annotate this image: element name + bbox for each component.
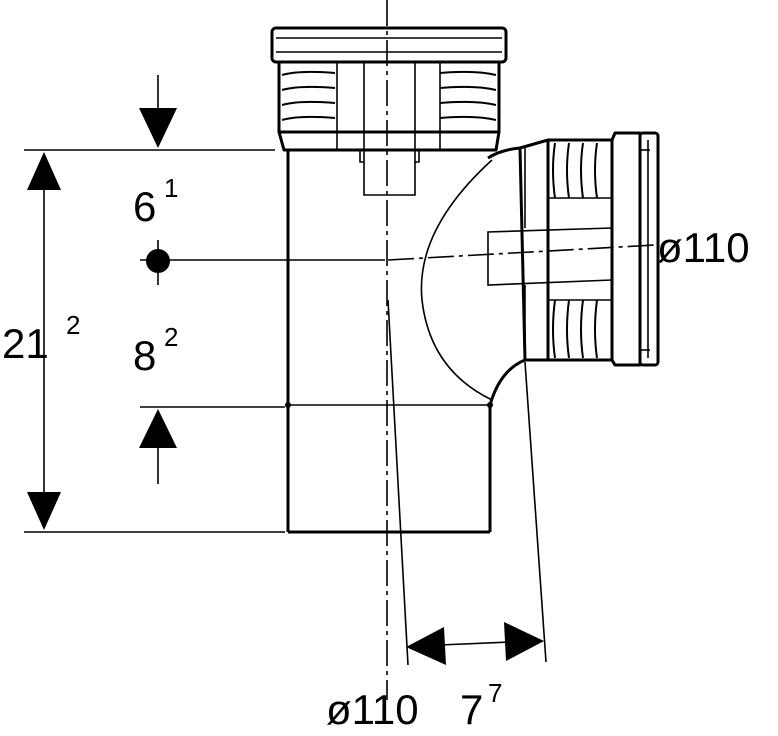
arrow-right-icon xyxy=(504,622,544,661)
arrow-left-icon xyxy=(406,627,446,665)
arrow-down-icon xyxy=(139,108,177,148)
top-inner-lug xyxy=(363,62,416,196)
arrow-down-icon xyxy=(27,492,61,530)
dimension-bottom: ø110 7 7 xyxy=(326,299,547,733)
branch-thread-upper xyxy=(552,142,598,199)
center-point-icon xyxy=(146,249,170,273)
top-thread-right xyxy=(439,70,497,121)
top-socket-cap xyxy=(270,26,508,64)
dimension-offsets: 6 1 8 2 xyxy=(133,75,385,484)
top-thread-left xyxy=(281,70,336,121)
bottom-offset-sup: 7 xyxy=(488,678,502,708)
arrow-up-icon xyxy=(27,152,61,190)
branch-intersection-curve xyxy=(420,159,493,401)
branch-pipe xyxy=(420,131,660,406)
top-offset-value: 6 xyxy=(133,183,156,230)
branch-socket-cap xyxy=(638,131,660,367)
dimension-overall-height: 21 2 xyxy=(2,149,285,533)
bottom-offset-value: 7 xyxy=(460,686,483,733)
overall-height-sup: 2 xyxy=(66,310,80,340)
branch-diameter-label: ø110 xyxy=(657,224,750,271)
branch-thread-lower xyxy=(552,299,598,359)
main-pipe xyxy=(270,26,508,534)
bottom-diameter-label: ø110 xyxy=(326,686,419,733)
branch-upper-curve xyxy=(487,146,521,160)
branch-inner-lug xyxy=(487,227,613,286)
mid-offset-sup: 2 xyxy=(164,322,178,352)
top-offset-sup: 1 xyxy=(164,173,178,203)
arrow-up-icon xyxy=(139,409,177,448)
mid-offset-value: 8 xyxy=(133,332,156,379)
overall-height-value: 21 xyxy=(2,320,49,367)
branch-lower-curve xyxy=(488,358,526,406)
